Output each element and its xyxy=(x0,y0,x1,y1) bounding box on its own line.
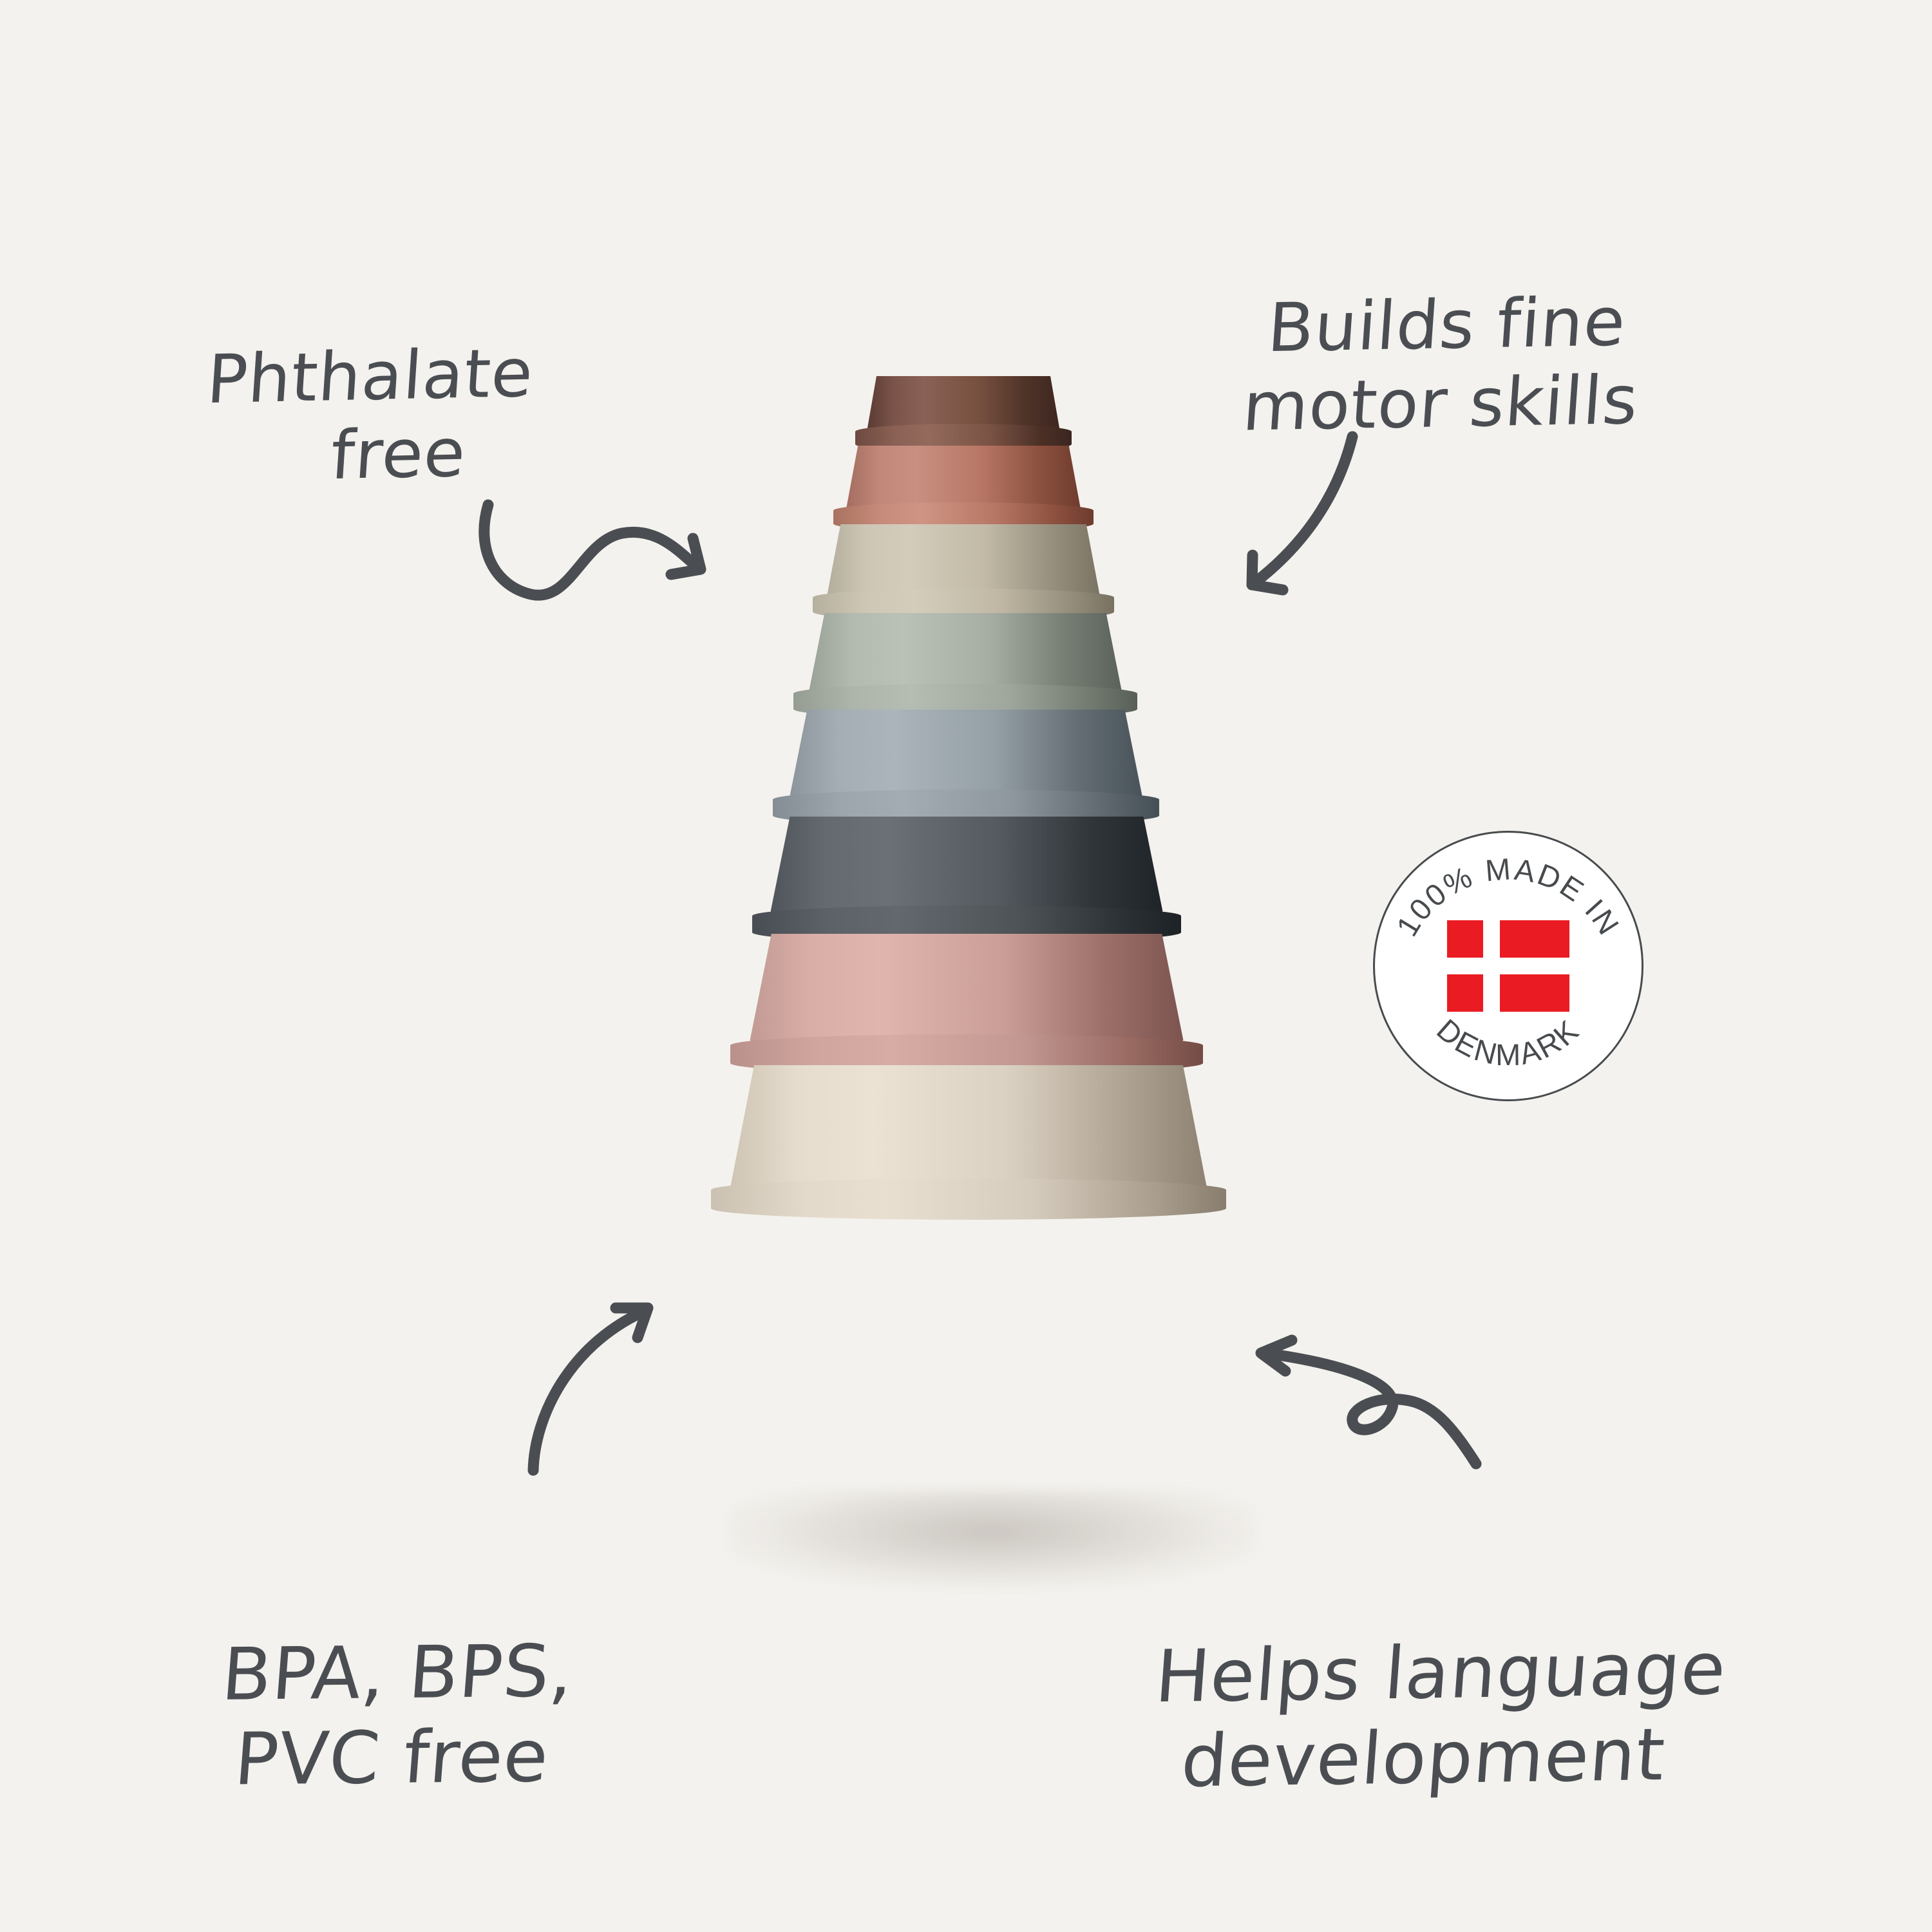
feature-label-phthalate-free-line1: Phthalate xyxy=(204,333,536,419)
stacking-cup-1-dark-brown xyxy=(855,376,1072,452)
stacking-cup-4-sage-green xyxy=(793,613,1137,719)
flag-quadrant-bottom-left xyxy=(1447,974,1483,1012)
feature-label-bpa-free-line1: BPA, BPS, xyxy=(218,1629,577,1718)
stacking-cup-4-body xyxy=(809,613,1122,692)
flag-quadrant-top-left xyxy=(1447,920,1483,958)
stacking-cup-8-base-ring xyxy=(711,1179,1226,1220)
feature-label-motor-skills-line1: Builds fine xyxy=(1265,282,1629,367)
looped-arrow-icon-language xyxy=(1255,1334,1482,1470)
feature-label-language-development: Helps language development xyxy=(1140,1542,1736,1890)
flag-quadrant-bottom-right xyxy=(1500,974,1569,1012)
stacking-cup-5-body xyxy=(790,710,1142,797)
feature-label-bpa-free: BPA, BPS, PVC free xyxy=(205,1544,583,1888)
stacking-cup-8-body xyxy=(730,1065,1207,1188)
feature-label-language-development-line2: development xyxy=(1178,1713,1669,1804)
stacking-cup-2-terracotta xyxy=(833,446,1094,532)
stacking-cup-5-blue-gray xyxy=(773,710,1159,826)
stacking-cup-7-dusty-pink xyxy=(730,934,1203,1074)
denmark-flag-icon xyxy=(1447,920,1569,1012)
flag-quadrant-top-right xyxy=(1500,920,1569,958)
stacking-cup-2-body xyxy=(846,446,1081,509)
stacking-cups-tower xyxy=(711,374,1230,1552)
made-in-denmark-badge: 100% MADE IN DENMARK xyxy=(1373,831,1643,1101)
stacking-cup-3-body xyxy=(827,524,1100,596)
feature-label-language-development-line1: Helps language xyxy=(1152,1627,1729,1719)
stacking-cup-7-body xyxy=(750,934,1184,1042)
feature-label-bpa-free-line2: PVC free xyxy=(231,1714,552,1802)
curved-arrow-icon-bpa xyxy=(527,1302,654,1476)
stacking-cup-3-taupe xyxy=(813,524,1114,621)
feature-label-phthalate-free-line2: free xyxy=(328,413,469,495)
stacking-cup-1-body xyxy=(867,376,1060,431)
stacking-cup-6-body xyxy=(770,817,1163,913)
curved-arrow-icon-phthalate xyxy=(478,499,706,601)
badge-text-bottom: DENMARK xyxy=(1430,1012,1586,1072)
curved-arrow-icon-motor-skills xyxy=(1246,431,1358,596)
stacking-cup-8-cream-base xyxy=(711,1065,1226,1220)
stacking-cup-6-charcoal xyxy=(752,817,1181,943)
